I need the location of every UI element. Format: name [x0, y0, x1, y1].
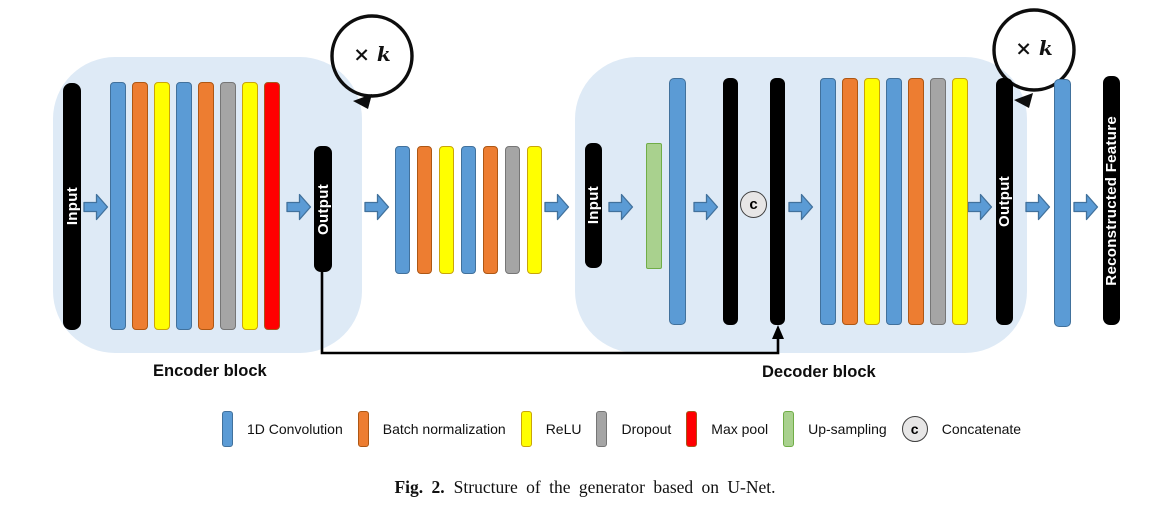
figure-number: Fig. 2. [394, 477, 445, 497]
legend-label: Max pool [711, 420, 769, 437]
decoder-repeat-loop-arrowhead-icon [1014, 93, 1033, 108]
encoder-repeat-loop-icon [330, 14, 414, 98]
relu-bar [154, 82, 170, 330]
decoder-input-label: Input [585, 186, 602, 225]
reconstructed-feature-bar: Reconstructed Feature [1103, 76, 1120, 325]
legend-item-dropout: Dropout [596, 410, 672, 447]
figure-caption: Fig. 2. Structure of the generator based … [0, 477, 1170, 498]
decoder-repeat-loop-icon [992, 8, 1076, 92]
flow-arrow-icon [788, 193, 814, 221]
reconstructed-feature-label: Reconstructed Feature [1103, 115, 1120, 286]
legend-label: Concatenate [941, 420, 1022, 437]
encoder-layers [110, 82, 280, 330]
legend-label: 1D Convolution [247, 420, 343, 437]
max-pool-bar [264, 82, 280, 330]
batch-norm-bar [483, 146, 498, 274]
encoder-input-bar: Input [63, 83, 81, 330]
flow-arrow-icon [608, 193, 634, 221]
relu-bar [242, 82, 258, 330]
legend-label: Batch normalization [382, 420, 506, 437]
relu-swatch-icon [520, 410, 532, 447]
decoder-layers [820, 78, 968, 325]
up-sampling-bar [646, 143, 662, 269]
batch-norm-bar [908, 78, 924, 325]
legend-item-concat: c Concatenate [901, 415, 1022, 442]
encoder-output-label: Output [314, 183, 332, 235]
batch-norm-swatch-icon [357, 410, 369, 447]
decoder-output-bar: Output [996, 78, 1013, 325]
flow-arrow-icon [286, 193, 312, 221]
skip-connection-arrowhead-icon [772, 325, 784, 339]
decoder-repeat-label: × k [1015, 36, 1053, 60]
up-sampling-swatch-icon [783, 410, 795, 447]
decoder-block-label: Decoder block [762, 363, 876, 381]
conv1d-bar [1054, 79, 1071, 327]
encoder-repeat-label: × k [353, 42, 391, 66]
flow-arrow-icon [693, 193, 719, 221]
flow-arrow-icon [364, 193, 390, 221]
encoder-block-label: Encoder block [153, 362, 267, 380]
bottleneck-layers [395, 146, 542, 274]
concatenate-circle-icon: c [740, 191, 767, 218]
relu-bar [439, 146, 454, 274]
batch-norm-bar [198, 82, 214, 330]
legend: 1D Convolution Batch normalization ReLU Dro… [222, 410, 1021, 447]
decoder-feature-bar [723, 78, 738, 325]
conv1d-bar [820, 78, 836, 325]
conv1d-swatch-icon [222, 410, 233, 447]
relu-bar [527, 146, 542, 274]
relu-bar [952, 78, 968, 325]
dropout-swatch-icon [596, 410, 608, 447]
batch-norm-bar [417, 146, 432, 274]
batch-norm-bar [842, 78, 858, 325]
flow-arrow-icon [83, 193, 109, 221]
legend-label: Up-sampling [808, 420, 887, 437]
dropout-bar [930, 78, 946, 325]
legend-label: ReLU [545, 420, 582, 437]
conv1d-bar [669, 78, 686, 325]
decoder-input-bar: Input [585, 143, 602, 268]
conv1d-bar [395, 146, 410, 274]
skip-connection-line [320, 272, 780, 355]
encoder-output-bar: Output [314, 146, 332, 272]
figure-caption-text: Structure of the generator based on U-Ne… [453, 477, 776, 497]
dropout-bar [505, 146, 520, 274]
legend-item-up_sampling: Up-sampling [783, 410, 887, 447]
conv1d-bar [886, 78, 902, 325]
flow-arrow-icon [1025, 193, 1051, 221]
legend-item-max_pool: Max pool [686, 410, 769, 447]
encoder-repeat-loop-arrowhead-icon [353, 94, 372, 109]
max-pool-swatch-icon [686, 410, 698, 447]
batch-norm-bar [132, 82, 148, 330]
concatenate-circle-icon: c [901, 415, 928, 442]
encoder-input-label: Input [63, 187, 81, 226]
dropout-bar [220, 82, 236, 330]
flow-arrow-icon [967, 193, 993, 221]
relu-bar [864, 78, 880, 325]
flow-arrow-icon [1073, 193, 1099, 221]
legend-item-batch_norm: Batch normalization [357, 410, 506, 447]
flow-arrow-icon [544, 193, 570, 221]
skip-feature-bar [770, 78, 785, 325]
decoder-output-label: Output [996, 176, 1013, 227]
legend-item-relu: ReLU [520, 410, 582, 447]
legend-item-conv1d: 1D Convolution [222, 410, 343, 447]
conv1d-bar [461, 146, 476, 274]
conv1d-bar [110, 82, 126, 330]
conv1d-bar [176, 82, 192, 330]
legend-label: Dropout [621, 420, 672, 437]
